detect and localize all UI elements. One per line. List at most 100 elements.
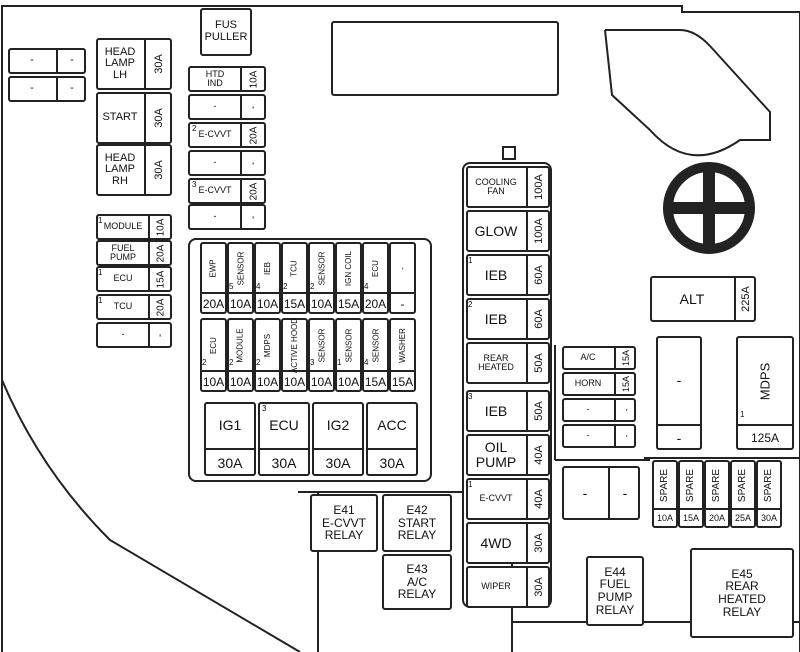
mini-fuse-bottom[interactable] xyxy=(254,318,281,392)
fuse-left-item[interactable] xyxy=(96,266,172,292)
fuse-small-right[interactable] xyxy=(562,398,636,422)
fuse-col2-item[interactable] xyxy=(188,94,266,120)
blank-fuse-pair[interactable] xyxy=(8,48,86,74)
mini-fuse-bottom[interactable] xyxy=(200,318,227,392)
plus-terminal-icon xyxy=(663,162,755,254)
divider xyxy=(240,94,242,120)
divider xyxy=(240,150,242,176)
mini-fuse-top[interactable] xyxy=(389,242,416,314)
center-fuse[interactable] xyxy=(466,566,550,608)
mini-fuse-bottom[interactable] xyxy=(308,318,335,392)
fuse-col2-item[interactable] xyxy=(188,178,266,204)
fuse-spare[interactable] xyxy=(652,460,678,528)
center-fuse-label: 4WD xyxy=(480,534,512,551)
mini-fuse-top[interactable] xyxy=(281,242,308,314)
center-fuse-amp: 30A xyxy=(528,566,550,608)
relay-e44-label: E44 FUEL PUMP RELAY xyxy=(595,564,635,617)
fuse-small-right[interactable] xyxy=(562,372,636,396)
relay-e43[interactable] xyxy=(382,554,452,610)
mini-fuse-top[interactable] xyxy=(227,242,254,314)
center-fuse[interactable] xyxy=(466,434,550,476)
alt-label: ALT xyxy=(679,290,705,307)
divider xyxy=(240,178,242,204)
fus-puller-label: FUS PULLER xyxy=(204,19,248,43)
fuse-spare[interactable] xyxy=(730,460,756,528)
divider xyxy=(614,398,616,422)
fuse-col2-item[interactable] xyxy=(188,66,266,92)
mini-fuse-bottom[interactable] xyxy=(227,318,254,392)
spare-amp: 25A xyxy=(734,513,751,524)
fuse-left-item[interactable] xyxy=(96,322,172,348)
fuse-mdps[interactable] xyxy=(736,336,794,450)
relay-e42[interactable] xyxy=(382,494,452,552)
divider xyxy=(526,478,528,520)
fuse-col2-item[interactable] xyxy=(188,122,266,148)
relay-e45[interactable] xyxy=(690,548,794,638)
relay-e43-label: E43 A/C RELAY xyxy=(397,562,437,602)
mini-fuse-bottom[interactable] xyxy=(281,318,308,392)
relay-e44[interactable] xyxy=(586,556,644,626)
fuse-spare[interactable] xyxy=(678,460,704,528)
divider xyxy=(362,370,389,372)
center-fuse-label: COOLING FAN xyxy=(475,176,517,196)
mini-fuse-top[interactable] xyxy=(308,242,335,314)
mini-fuse-label-text: ACTIVE HOOD xyxy=(290,317,299,373)
mini-fuse-bottom[interactable] xyxy=(389,318,416,392)
mini-fuse-top[interactable] xyxy=(200,242,227,314)
divider xyxy=(652,508,678,510)
spare-label: SPARE xyxy=(678,462,704,508)
fuse-label: E-CVVT xyxy=(198,185,232,196)
blank-fuse-pair-mid[interactable] xyxy=(562,466,640,520)
divider xyxy=(734,276,736,322)
center-fuse[interactable] xyxy=(466,254,550,296)
relay-amp: 30A xyxy=(217,454,243,471)
mini-fuse-top[interactable] xyxy=(335,242,362,314)
fus-puller[interactable] xyxy=(200,8,252,56)
center-fuse-label: WIPER xyxy=(481,581,511,592)
fuse-small-right[interactable] xyxy=(562,424,636,448)
relay-e41[interactable] xyxy=(310,494,378,552)
fuse-headlamp-rh[interactable] xyxy=(96,144,172,196)
center-fuse[interactable] xyxy=(466,298,550,340)
divider xyxy=(526,210,528,252)
mini-fuse-amp: 10A xyxy=(310,296,333,311)
mini-fuse-label: ACTIVE HOOD xyxy=(281,317,308,373)
fuse-col2-item[interactable] xyxy=(188,204,266,230)
fuse-blank-tall[interactable] xyxy=(656,336,702,450)
fuse-sup: 1 xyxy=(468,480,473,489)
spare-label-text: SPARE xyxy=(711,468,723,502)
blank-fuse-pair[interactable] xyxy=(8,76,86,102)
fuse-left-item[interactable] xyxy=(96,294,172,320)
center-fuse-amp-text: 40A xyxy=(532,489,545,509)
divider xyxy=(526,390,528,432)
divider xyxy=(526,566,528,608)
mini-fuse-top[interactable] xyxy=(362,242,389,314)
fuse-small-right[interactable] xyxy=(562,346,636,370)
mini-fuse-label-text: - xyxy=(397,266,407,270)
fuse-spare[interactable] xyxy=(756,460,782,528)
fuse-left-item[interactable] xyxy=(96,240,172,266)
center-fuse[interactable] xyxy=(466,166,550,208)
relay-fuse-big[interactable] xyxy=(204,402,256,476)
fuse-alt[interactable] xyxy=(650,276,756,322)
fuse-start[interactable] xyxy=(96,92,172,144)
center-fuse[interactable] xyxy=(466,342,550,384)
relay-fuse-big[interactable] xyxy=(312,402,364,476)
relay-fuse-big[interactable] xyxy=(366,402,418,476)
fuse-headlamp-lh[interactable] xyxy=(96,38,172,90)
divider xyxy=(254,292,281,294)
fuse-col2-item[interactable] xyxy=(188,150,266,176)
blank-fuse-label: - xyxy=(70,54,74,67)
relay-fuse-big[interactable] xyxy=(258,402,310,476)
center-fuse[interactable] xyxy=(466,210,550,252)
center-fuse[interactable] xyxy=(466,390,550,432)
fuse-spare[interactable] xyxy=(704,460,730,528)
mini-fuse-bottom[interactable] xyxy=(335,318,362,392)
mini-fuse-top[interactable] xyxy=(254,242,281,314)
center-fuse[interactable] xyxy=(466,522,550,564)
mini-fuse-bottom[interactable] xyxy=(362,318,389,392)
center-fuse[interactable] xyxy=(466,478,550,520)
mini-fuse-label-text: IEB xyxy=(263,261,272,275)
fuse-left-item[interactable] xyxy=(96,214,172,240)
fuse-amp-text: 10A xyxy=(248,70,260,88)
